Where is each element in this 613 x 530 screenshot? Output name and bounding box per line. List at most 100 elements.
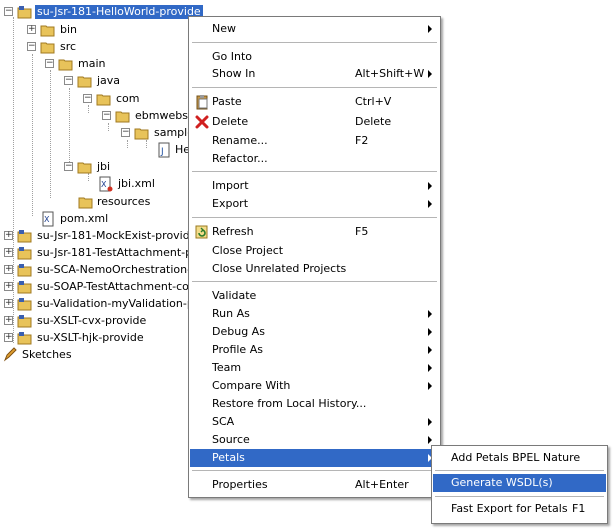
- tree-item-project[interactable]: + su-XSLT-hjk-provide: [0, 329, 188, 347]
- menu-item-close-unrelated-projects[interactable]: Close Unrelated Projects: [190, 260, 439, 278]
- collapse-icon[interactable]: −: [45, 58, 54, 68]
- tree-item-sketches[interactable]: Sketches: [0, 346, 120, 364]
- tree-guide-line: [69, 88, 70, 164]
- folder-open-icon: [58, 59, 73, 71]
- collapse-icon[interactable]: −: [4, 6, 13, 16]
- tree-item-project[interactable]: + su-Validation-myValidation-pro: [0, 295, 205, 313]
- menu-item-add-petals-bpel-nature[interactable]: Add Petals BPEL Nature: [433, 449, 606, 467]
- menu-item-go-into[interactable]: Go Into: [190, 48, 439, 66]
- tree-item-label: su-SOAP-TestAttachment-con: [37, 280, 196, 293]
- tree-item-folder[interactable]: − sample: [0, 124, 194, 142]
- expand-icon[interactable]: +: [4, 264, 13, 274]
- java-file-icon: J: [158, 142, 170, 158]
- tree-item-folder[interactable]: − jbi: [0, 158, 130, 176]
- pencil-icon: [3, 347, 17, 362]
- collapse-icon[interactable]: −: [27, 41, 36, 51]
- menu-item-source[interactable]: Source: [190, 431, 439, 449]
- menu-item-export[interactable]: Export: [190, 195, 439, 213]
- submenu-arrow-icon: [428, 70, 432, 78]
- tree-guide-line: [146, 140, 147, 148]
- menu-separator: [192, 281, 437, 282]
- menu-item-generate-wsdl[interactable]: Generate WSDL(s): [433, 474, 606, 492]
- tree-item-label: su-Jsr-181-HelloWorld-provide: [35, 5, 203, 19]
- collapse-icon[interactable]: −: [83, 93, 92, 103]
- submenu-arrow-icon: [428, 436, 432, 444]
- expand-icon[interactable]: +: [4, 298, 13, 308]
- tree-item-file[interactable]: J He: [0, 141, 190, 159]
- menu-item-close-project[interactable]: Close Project: [190, 242, 439, 260]
- menu-item-restore-local-history[interactable]: Restore from Local History...: [190, 395, 439, 413]
- xml-file-icon: X: [99, 176, 113, 192]
- menu-item-petals[interactable]: Petals: [190, 449, 439, 467]
- tree-item-project[interactable]: − su-Jsr-181-HelloWorld-provide: [0, 3, 203, 21]
- tree-item-label: pom.xml: [60, 212, 109, 225]
- menu-item-label: Petals: [212, 451, 245, 464]
- menu-item-rename[interactable]: Rename...F2: [190, 132, 439, 150]
- tree-item-folder[interactable]: + bin: [0, 21, 100, 39]
- tree-item-folder[interactable]: − ebmwebsc: [0, 107, 194, 125]
- menu-item-debug-as[interactable]: Debug As: [190, 323, 439, 341]
- tree-item-folder[interactable]: resources: [0, 193, 160, 211]
- folder-open-icon: [134, 128, 149, 140]
- collapse-icon[interactable]: −: [64, 161, 73, 171]
- tree-guide-line: [88, 173, 89, 181]
- menu-item-team[interactable]: Team: [190, 359, 439, 377]
- menu-item-profile-as[interactable]: Profile As: [190, 341, 439, 359]
- collapse-icon[interactable]: −: [102, 110, 111, 120]
- folder-open-icon: [115, 111, 130, 123]
- tree-item-file[interactable]: X pom.xml: [0, 210, 120, 228]
- menu-item-label: Fast Export for Petals: [451, 502, 568, 515]
- expand-icon[interactable]: +: [4, 281, 13, 291]
- submenu-arrow-icon: [428, 25, 432, 33]
- project-folder-icon: [17, 264, 32, 277]
- menu-item-label: Validate: [212, 289, 257, 302]
- expand-icon[interactable]: +: [4, 332, 13, 342]
- menu-item-import[interactable]: Import: [190, 177, 439, 195]
- tree-item-label: main: [78, 57, 106, 70]
- menu-item-compare-with[interactable]: Compare With: [190, 377, 439, 395]
- collapse-icon[interactable]: −: [121, 127, 130, 137]
- tree-item-folder[interactable]: − com: [0, 90, 150, 108]
- folder-open-icon: [77, 162, 92, 174]
- tree-item-project[interactable]: + su-Jsr-181-TestAttachment-pr: [0, 244, 197, 262]
- tree-item-file[interactable]: X jbi.xml: [0, 175, 160, 193]
- tree-item-label: su-XSLT-hjk-provide: [37, 331, 144, 344]
- menu-item-validate[interactable]: Validate: [190, 287, 439, 305]
- expand-icon[interactable]: +: [4, 247, 13, 257]
- menu-item-new[interactable]: New: [190, 20, 439, 38]
- svg-text:X: X: [101, 180, 107, 189]
- tree-item-project[interactable]: + su-XSLT-cvx-provide: [0, 312, 188, 330]
- menu-item-sca[interactable]: SCA: [190, 413, 439, 431]
- menu-item-label: Import: [212, 179, 249, 192]
- tree-item-project[interactable]: + su-SCA-NemoOrchestration-pr: [0, 261, 203, 279]
- menu-item-label: Add Petals BPEL Nature: [451, 451, 581, 464]
- menu-item-refactor[interactable]: Refactor...: [190, 150, 439, 168]
- menu-item-label: Compare With: [212, 379, 291, 392]
- folder-open-icon: [77, 76, 92, 88]
- menu-separator: [192, 470, 437, 471]
- menu-item-run-as[interactable]: Run As: [190, 305, 439, 323]
- tree-item-label: Sketches: [22, 348, 72, 361]
- tree-item-project[interactable]: + su-SOAP-TestAttachment-con: [0, 278, 196, 296]
- folder-icon: [78, 197, 93, 209]
- submenu-arrow-icon: [428, 310, 432, 318]
- expand-icon[interactable]: +: [27, 24, 36, 34]
- expand-icon[interactable]: +: [4, 315, 13, 325]
- paste-icon: [196, 95, 208, 110]
- tree-item-folder[interactable]: − main: [0, 55, 120, 73]
- tree-item-folder[interactable]: − java: [0, 72, 130, 90]
- expand-icon[interactable]: +: [4, 230, 13, 240]
- menu-item-label: Source: [212, 433, 250, 446]
- tree-guide-line: [13, 17, 14, 343]
- tree-item-project[interactable]: + su-Jsr-181-MockExist-provide: [0, 227, 197, 245]
- menu-item-label: Refresh: [212, 225, 254, 238]
- collapse-icon[interactable]: −: [64, 75, 73, 85]
- tree-item-folder[interactable]: − src: [0, 38, 100, 56]
